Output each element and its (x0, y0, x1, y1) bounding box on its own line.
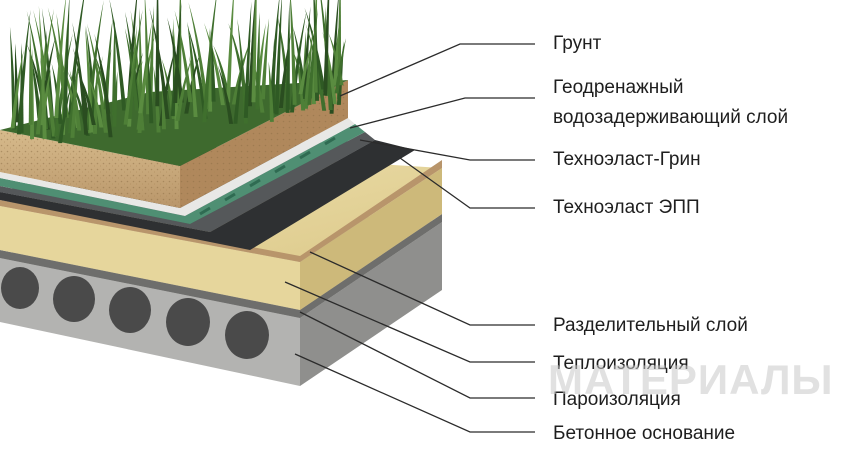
grass-blade (35, 8, 55, 135)
grass-blade (243, 1, 252, 118)
label-vapour-barrier: Пароизоляция (553, 389, 681, 410)
grass-blade (208, 27, 213, 112)
grass-blade (202, 0, 217, 123)
grass-blade (72, 22, 89, 135)
geodrainage-layer (0, 118, 355, 216)
grass-blade (58, 85, 72, 144)
grass-blade (76, 69, 96, 125)
grass-blade (173, 2, 182, 103)
grass-blade (98, 51, 111, 114)
label-separation-layer: Разделительный слой (553, 315, 748, 336)
label-geodrainage-2: водозадерживающий слой (553, 107, 789, 128)
grass-blade (127, 9, 143, 119)
grass-blade (290, 0, 297, 105)
grass-blade (175, 57, 192, 121)
grass-blade (149, 8, 170, 119)
label-soil: Грунт (553, 33, 602, 54)
grass-blade (251, 0, 257, 103)
grass-blade (188, 2, 209, 110)
grass-blade (285, 1, 290, 113)
grass-blade (109, 0, 127, 111)
grass-blade (68, 0, 85, 115)
grass-blade (147, 50, 154, 124)
grass-blade (123, 44, 139, 125)
leader-lines (284, 43, 535, 433)
grass-blade (307, 8, 318, 105)
grass-blade (255, 11, 260, 110)
grass-blade (228, 23, 248, 96)
grass-blade (167, 17, 184, 103)
grass-blade (187, 24, 208, 119)
grass-blade (111, 18, 116, 116)
separation-layer (0, 160, 442, 262)
grass-blade (70, 61, 79, 138)
grass-blade (124, 11, 140, 109)
grass-blade (323, 0, 330, 96)
grass-blade (155, 0, 160, 107)
grass-blade (233, 57, 244, 124)
grass-blade (247, 0, 256, 107)
grass-blade (217, 65, 234, 124)
grass-blade (19, 43, 24, 133)
grass-blade (268, 61, 274, 122)
label-concrete-base: Бетонное основание (553, 423, 736, 444)
grass-blade (54, 0, 66, 118)
grass-blade (38, 5, 47, 139)
technoelast-green-layer (0, 124, 375, 232)
grass-blade (260, 18, 270, 100)
grass-blade (170, 65, 176, 117)
grass-blade (226, 0, 234, 103)
label-thermal-insulation: Теплоизоляция (553, 353, 689, 374)
grass-blade (88, 77, 104, 128)
label-geodrainage-1: Геодренажный (553, 77, 684, 98)
grass-blade (213, 45, 230, 97)
grass-blade (28, 30, 33, 125)
label-technoelast-green: Техноэласт-Грин (553, 149, 701, 170)
grass-blade (269, 0, 280, 105)
grass-blade (112, 71, 118, 127)
grass-blade (334, 38, 347, 94)
label-technoelast-epp: Техноэласт ЭПП (553, 197, 700, 218)
watermark: МАТЕРИАЛЫ (548, 356, 834, 403)
grass-blade (10, 50, 24, 129)
grass-blade (274, 0, 282, 115)
grass-blade (174, 10, 193, 103)
grass-blade (85, 26, 97, 123)
grass (9, 0, 347, 144)
grass-blade (62, 0, 70, 118)
grass-blade (204, 22, 225, 106)
grass-blade (333, 27, 339, 86)
grass-blade (298, 43, 313, 95)
grass-blade (187, 21, 197, 101)
vapour-barrier (0, 214, 442, 318)
grass-blade (189, 55, 198, 117)
grass-blade (303, 26, 314, 109)
grass-blade (313, 25, 318, 93)
